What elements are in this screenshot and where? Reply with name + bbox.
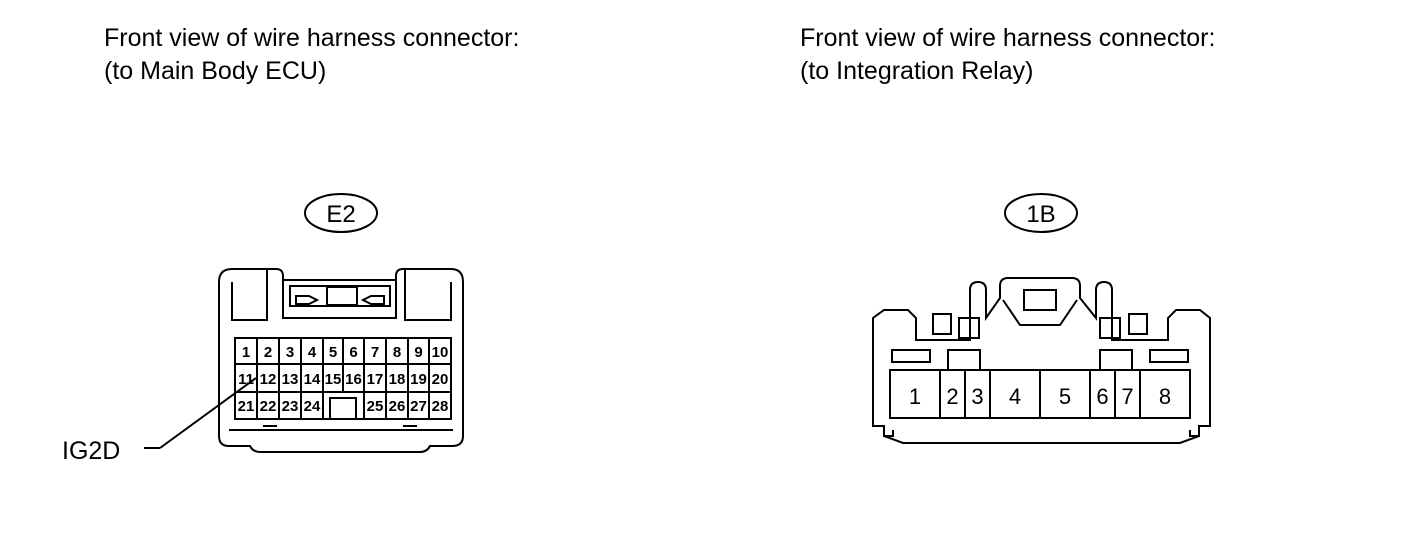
e2-right-latch (404, 269, 452, 321)
pin-label: 1 (242, 344, 250, 361)
e2-lock-right-arrow (360, 295, 385, 305)
1b-lock-lever (1002, 299, 1078, 326)
e2-lock-frame (282, 280, 397, 319)
1b-code-oval (1004, 193, 1078, 233)
pin-label: 3 (286, 344, 294, 361)
1b-code-label: 1B (1026, 201, 1055, 228)
pin-label: 12 (260, 371, 277, 388)
pin-label: 11 (238, 371, 254, 388)
pin-label: 22 (260, 398, 277, 415)
pin-label: 20 (432, 371, 449, 388)
1b-top-slot (1128, 313, 1148, 335)
right-caption-line1: Front view of wire harness connector: (800, 24, 1216, 52)
pin-label: 24 (304, 398, 321, 415)
1b-side-slot (891, 349, 931, 363)
e2-pin-labels: 1 2 3 4 5 6 7 8 9 10 11 12 13 14 15 16 1… (238, 344, 449, 415)
pin-label: 19 (410, 371, 427, 388)
pin-label: 14 (304, 371, 321, 388)
pin-label: 28 (432, 398, 449, 415)
right-caption-line2: (to Integration Relay) (800, 57, 1034, 85)
pin-label: 2 (946, 384, 958, 409)
left-caption-line1: Front view of wire harness connector: (104, 24, 520, 52)
ig2d-leader-line (159, 377, 257, 449)
pin-label: 21 (238, 398, 255, 415)
e2-key-slot (322, 392, 365, 420)
pin-label: 4 (1009, 384, 1021, 409)
pin-label: 7 (1121, 384, 1133, 409)
pin-label: 3 (971, 384, 983, 409)
e2-code-oval (304, 193, 378, 233)
pin-label: 13 (282, 371, 299, 388)
pin-label: 18 (389, 371, 406, 388)
ig2d-callout-label: IG2D (62, 437, 120, 465)
pin-label: 23 (282, 398, 299, 415)
pin-label: 27 (410, 398, 427, 415)
e2-left-latch (231, 269, 268, 321)
pin-label: 9 (414, 344, 422, 361)
pin-label: 17 (367, 371, 384, 388)
1b-top-slot (958, 317, 980, 339)
e2-lock-left-arrow (295, 295, 320, 305)
1b-top-slot (932, 313, 952, 335)
e2-code-label: E2 (326, 201, 355, 228)
1b-lock-tab (1023, 289, 1057, 311)
pin-label: 8 (393, 344, 401, 361)
1b-housing (872, 277, 1211, 444)
pin-label: 16 (345, 371, 362, 388)
pin-cell (428, 391, 452, 420)
pin-label: 6 (1096, 384, 1108, 409)
pin-label: 26 (389, 398, 406, 415)
connector-e2: E2 (62, 193, 464, 465)
1b-side-slot (1149, 349, 1189, 363)
1b-side-slot (947, 349, 981, 371)
left-connector-caption: Front view of wire harness connector: (t… (104, 22, 519, 88)
pin-label: 2 (264, 344, 272, 361)
e2-housing (218, 268, 464, 453)
pin-label: 7 (371, 344, 379, 361)
pin-label: 15 (325, 371, 342, 388)
1b-side-slot (1099, 349, 1133, 371)
e2-pin-cells (234, 337, 452, 420)
pin-label: 6 (349, 344, 357, 361)
pin-label: 4 (308, 344, 317, 361)
pin-label: 5 (1059, 384, 1071, 409)
pin-label: 1 (909, 384, 921, 409)
pin-label: 8 (1159, 384, 1171, 409)
left-caption-line2: (to Main Body ECU) (104, 57, 327, 85)
1b-top-slot (1099, 317, 1121, 339)
1b-pin-cells (939, 370, 1141, 418)
1b-left-foot (883, 426, 894, 437)
pin-label: 10 (432, 344, 449, 361)
pin-label: 25 (367, 398, 384, 415)
1b-pin-labels: 1 2 3 4 5 6 7 8 (909, 384, 1171, 409)
connector-1b: 1B 1 2 3 4 (872, 193, 1211, 444)
right-connector-caption: Front view of wire harness connector: (t… (800, 22, 1215, 88)
pin-label: 5 (329, 344, 337, 361)
e2-lock-tab (326, 286, 358, 306)
1b-right-foot (1189, 426, 1200, 437)
